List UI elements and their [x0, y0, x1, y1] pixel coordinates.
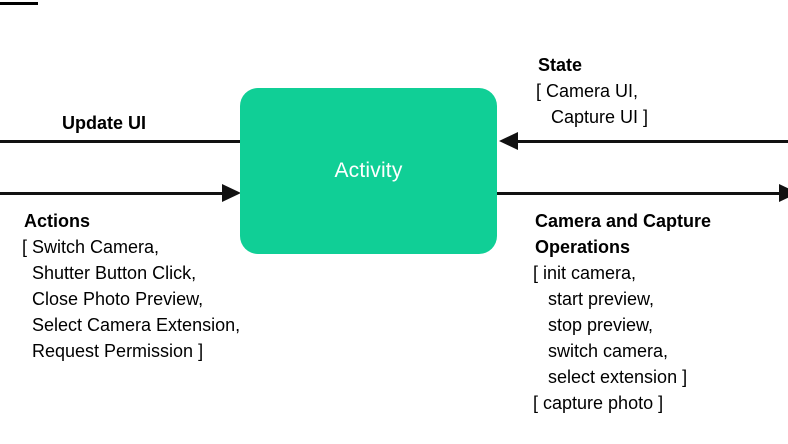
- edge-label-actions-body: [ Switch Camera, Shutter Button Click, C…: [22, 237, 241, 361]
- edge-line-actions: [0, 192, 226, 195]
- edge-label-state-heading: State: [538, 55, 583, 75]
- edge-label-actions-heading: Actions: [24, 211, 91, 231]
- edge-line-camera-operations: [497, 192, 783, 195]
- activity-node-label: Activity: [334, 159, 403, 182]
- arrowhead-camera-operations-outgoing: [779, 184, 788, 202]
- edge-line-update-ui: [0, 140, 244, 143]
- edge-label-camera-operations-heading: Camera and Capture Operations: [535, 211, 712, 257]
- edge-label-update-ui: Update UI: [62, 113, 147, 133]
- edge-line-state: [516, 140, 788, 143]
- arrowhead-actions-into-activity: [222, 184, 241, 202]
- corner-mark-decoration: [0, 2, 38, 5]
- arrowhead-state-into-activity: [499, 132, 518, 150]
- edge-label-state-body: [ Camera UI, Capture UI ]: [536, 81, 649, 127]
- activity-node: Activity: [240, 88, 497, 254]
- edge-label-camera-operations-body: [ init camera, start preview, stop previ…: [533, 263, 688, 413]
